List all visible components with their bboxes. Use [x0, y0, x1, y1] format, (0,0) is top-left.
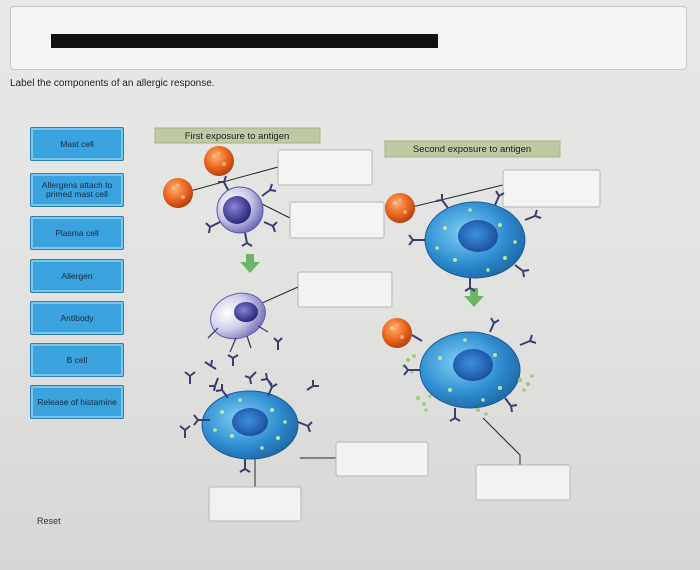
first-exposure-header: First exposure to antigen: [154, 127, 321, 144]
primed-mast-cell: [408, 190, 542, 292]
second-exposure-title: Second exposure to antigen: [413, 144, 531, 155]
drop-targets: [208, 149, 601, 522]
drop-box-1[interactable]: [277, 149, 373, 186]
redacted-title-bar: [51, 34, 438, 48]
first-exposure-title: First exposure to antigen: [185, 131, 290, 142]
drop-box-5[interactable]: [208, 486, 302, 522]
label-allergen[interactable]: Allergen: [30, 259, 124, 293]
label-b-cell[interactable]: B cell: [30, 343, 124, 377]
label-antibody[interactable]: Antibody: [30, 301, 124, 335]
histamine-granules: [402, 354, 534, 416]
reset-button[interactable]: Reset: [37, 516, 61, 526]
drop-box-3[interactable]: [297, 271, 393, 308]
leader-lines: [189, 166, 521, 487]
plasma-cell-illustration: [207, 292, 269, 353]
mast-cell-releasing-histamine: [402, 317, 537, 422]
drop-box-4[interactable]: [335, 441, 429, 477]
b-cell-illustration: [205, 175, 278, 247]
drop-box-7[interactable]: [475, 464, 571, 501]
drop-box-2[interactable]: [289, 201, 385, 239]
instructions-text: Label the components of an allergic resp…: [10, 78, 215, 89]
label-plasma-cell[interactable]: Plasma cell: [30, 216, 124, 250]
second-exposure-header: Second exposure to antigen: [384, 140, 561, 158]
label-release-of-histamine[interactable]: Release of histamine: [30, 385, 124, 419]
label-allergens-attach[interactable]: Allergens attach to primed mast cell: [30, 173, 124, 207]
free-antibodies: [184, 337, 319, 392]
process-arrows: [240, 254, 484, 307]
mast-cell-first-exposure: [179, 381, 313, 473]
allergen-particles: [163, 146, 415, 348]
label-mast-cell[interactable]: Mast cell: [30, 127, 124, 161]
drop-box-6[interactable]: [502, 169, 601, 208]
question-header-card: [10, 6, 687, 70]
